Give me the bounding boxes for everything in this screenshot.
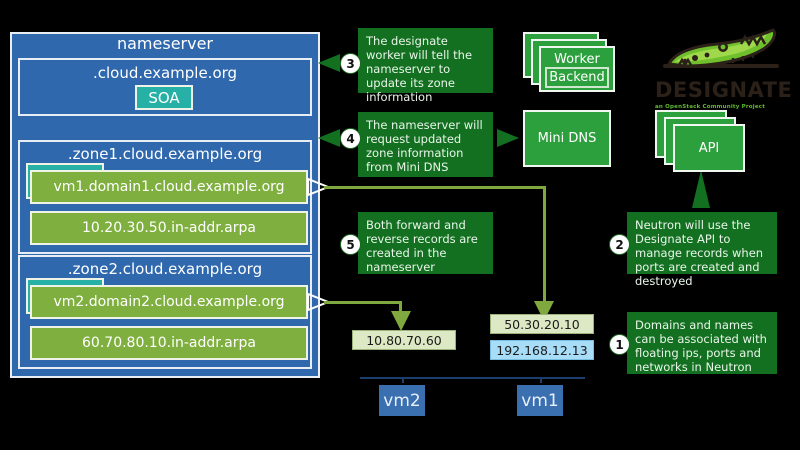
root-zone-name: .cloud.example.org: [92, 64, 238, 82]
network-tick-vm1: [540, 377, 542, 383]
callout-2-badge: 2: [609, 234, 630, 255]
network-tick-vm2: [402, 377, 404, 383]
designate-logo: DESIGNATE an OpenStack Community Project: [655, 22, 793, 110]
zone1-forward-record: vm1.domain1.cloud.example.org: [30, 170, 308, 204]
callout-3-badge: 3: [340, 53, 361, 74]
designate-wordmark: DESIGNATE: [655, 78, 793, 102]
callout-4-arrow-icon: [318, 129, 340, 147]
vm1-box: vm1: [517, 385, 563, 416]
zone2-connector-horizontal: [324, 301, 402, 304]
zone2-reverse-record: 60.70.80.10.in-addr.arpa: [30, 326, 308, 360]
designate-tagline: an OpenStack Community Project: [655, 104, 766, 110]
zone1-connector-vertical: [543, 186, 546, 306]
callout-3-text: The designate worker will tell the names…: [358, 28, 493, 104]
soa-record: SOA: [135, 85, 193, 110]
callout-4-arrow-right-icon: [497, 129, 519, 147]
callout-4-text: The nameserver will request updated zone…: [358, 112, 493, 177]
zone1-reverse-record: 10.20.30.50.in-addr.arpa: [30, 211, 308, 245]
worker-backend-box: Backend: [545, 67, 609, 88]
callout-3-arrow-icon: [318, 54, 340, 72]
worker-label: Worker: [554, 52, 600, 67]
callout-2-text: Neutron will use the Designate API to ma…: [627, 212, 777, 288]
zone1-record-connector-arrow-icon: [307, 177, 328, 197]
vm1-fixed-ip: 192.168.12.13: [490, 340, 594, 360]
vm2-floating-ip: 10.80.70.60: [352, 330, 456, 350]
mini-dns-box: Mini DNS: [523, 110, 611, 167]
api-box: API: [673, 124, 745, 172]
zone2-record-connector-arrow-icon: [307, 292, 328, 312]
zone2-name: .zone2.cloud.example.org: [67, 260, 263, 278]
nameserver-title: nameserver: [116, 34, 214, 53]
vm2-box: vm2: [379, 385, 425, 416]
callout-1-text: Domains and names can be associated with…: [627, 312, 777, 374]
designate-crocodile-icon: [663, 28, 779, 68]
callout-1-badge: 1: [609, 334, 630, 355]
callout-5-badge: 5: [340, 234, 361, 255]
zone2-connector-arrowhead-icon: [391, 311, 411, 331]
zone1-connector-arrowhead-icon: [534, 301, 554, 321]
zone1-connector-horizontal: [324, 186, 546, 189]
zone2-forward-record: vm2.domain2.cloud.example.org: [30, 285, 308, 319]
zone1-name: .zone1.cloud.example.org: [67, 145, 263, 163]
callout-4-badge: 4: [340, 128, 361, 149]
vm1-floating-ip: 50.30.20.10: [490, 314, 594, 334]
callout-2-arrow-up-icon: [692, 170, 710, 208]
zone2-connector-vertical: [399, 301, 402, 315]
callout-5-text: Both forward and reverse records are cre…: [358, 212, 493, 274]
network-bus-line: [360, 377, 585, 379]
